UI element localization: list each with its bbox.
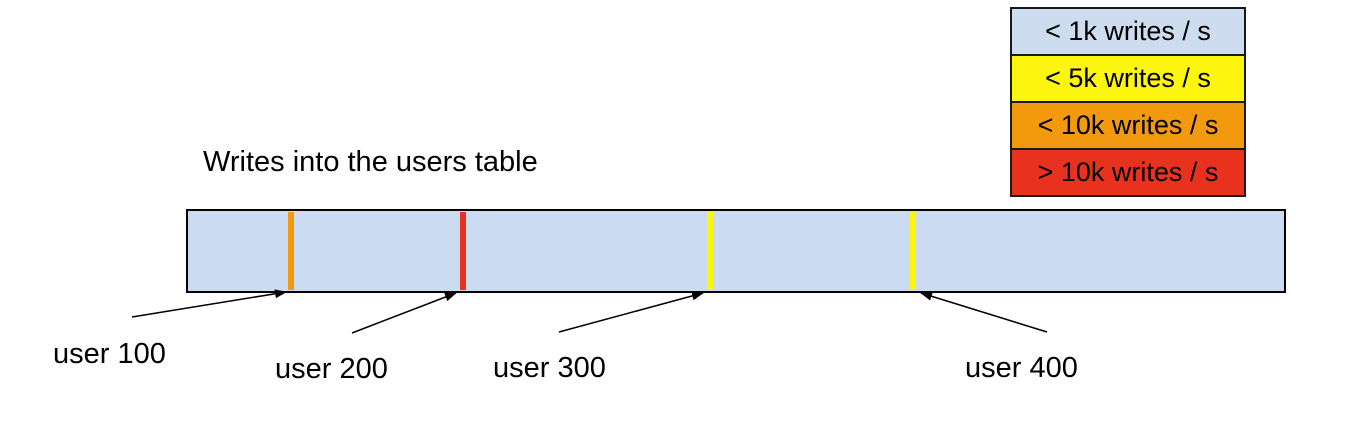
marker-label-user-400: user 400 — [965, 352, 1078, 384]
diagram-title: Writes into the users table — [203, 146, 538, 178]
arrow-user-200 — [351, 292, 457, 334]
users-table-bar — [186, 209, 1286, 293]
arrow-user-400 — [920, 291, 1048, 333]
legend-item-lt-5k: < 5k writes / s — [1012, 54, 1244, 101]
legend-item-gt-10k: > 10k writes / s — [1012, 148, 1244, 195]
write-rate-legend: < 1k writes / s < 5k writes / s < 10k wr… — [1010, 7, 1246, 197]
stripe-user-300 — [707, 212, 713, 290]
marker-label-user-100: user 100 — [53, 338, 166, 370]
stripe-user-100 — [288, 212, 294, 290]
marker-label-user-200: user 200 — [275, 353, 388, 385]
arrow-user-300 — [558, 291, 704, 333]
legend-item-lt-1k: < 1k writes / s — [1012, 9, 1244, 54]
marker-label-user-300: user 300 — [493, 352, 606, 384]
stripe-user-400 — [910, 212, 916, 290]
stripe-user-200 — [460, 212, 466, 290]
arrow-user-100 — [131, 289, 287, 318]
legend-item-lt-10k: < 10k writes / s — [1012, 101, 1244, 148]
